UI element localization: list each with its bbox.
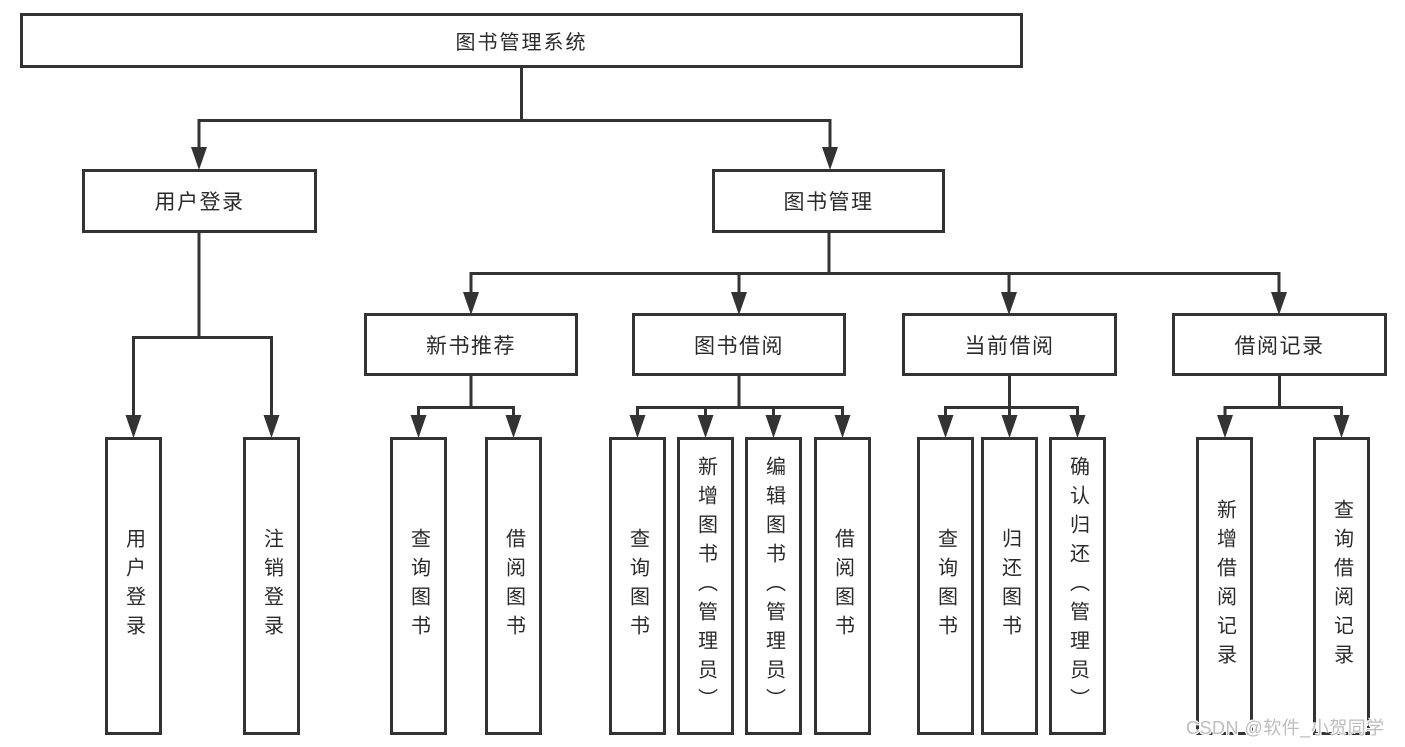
node-label: 新书推荐 [426,334,516,358]
node-label: 图书借阅 [694,334,784,358]
leaf-borrow-books-recommend: 借阅图书 [485,437,542,735]
node-label: 借阅图书 [831,528,854,644]
leaf-search-books-current: 查询图书 [917,437,974,735]
leaf-edit-books-admin: 编辑图书（管理员） [745,437,802,735]
leaf-return-books: 归还图书 [981,437,1038,735]
node-label: 确认归还（管理员） [1066,455,1089,717]
node-label: 图书管理 [783,191,874,214]
node-label: 新增图书（管理员） [694,455,717,717]
node-label: 归还图书 [998,528,1021,644]
node-user-login: 用户登录 [82,169,317,233]
node-book-borrowing: 图书借阅 [632,313,846,376]
node-borrow-records: 借阅记录 [1172,313,1387,376]
node-label: 图书管理系统 [455,32,588,54]
node-library-management-system: 图书管理系统 [20,13,1023,68]
node-book-management: 图书管理 [712,169,945,233]
node-current-borrowing: 当前借阅 [902,313,1117,376]
leaf-search-borrow-record: 查询借阅记录 [1313,437,1370,735]
node-label: 借阅图书 [502,528,525,644]
node-label: 新增借阅记录 [1213,499,1236,673]
node-label: 查询图书 [407,528,430,644]
leaf-confirm-return-admin: 确认归还（管理员） [1049,437,1106,735]
leaf-add-books-admin: 新增图书（管理员） [677,437,734,735]
node-new-book-recommend: 新书推荐 [364,313,578,376]
leaf-search-books-recommend: 查询图书 [390,437,447,735]
node-label: 借阅记录 [1234,334,1325,358]
leaf-add-borrow-record: 新增借阅记录 [1196,437,1253,735]
node-label: 注销登录 [260,528,283,644]
node-label: 查询图书 [934,528,957,644]
node-label: 查询借阅记录 [1330,499,1353,673]
leaf-search-books-borrowing: 查询图书 [609,437,666,735]
csdn-watermark: CSDN @软件_小贺同学 [1186,718,1385,738]
leaf-borrow-books: 借阅图书 [814,437,871,735]
leaf-user-login: 用户登录 [105,437,162,735]
leaf-logout: 注销登录 [243,437,300,735]
node-label: 当前借阅 [964,334,1055,358]
node-label: 用户登录 [154,191,245,214]
node-label: 编辑图书（管理员） [762,455,785,717]
node-label: 用户登录 [122,528,145,644]
node-label: 查询图书 [626,528,649,644]
